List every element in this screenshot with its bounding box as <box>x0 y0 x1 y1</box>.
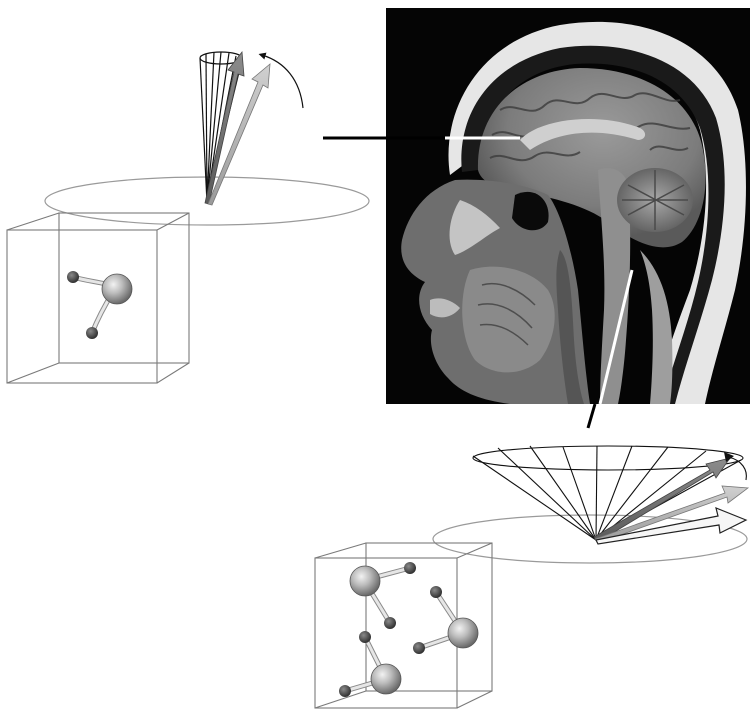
upper-molecule-box <box>7 213 189 383</box>
upper-water-molecule <box>67 271 132 339</box>
lower-magnetization-arrows <box>594 458 748 544</box>
lower-precession-cone <box>433 446 748 563</box>
upper-magnetization-arrows <box>205 52 270 205</box>
lower-rotation-arrow <box>728 457 746 480</box>
upper-precession-cone <box>45 52 369 225</box>
mri-sagittal-image <box>386 8 750 404</box>
